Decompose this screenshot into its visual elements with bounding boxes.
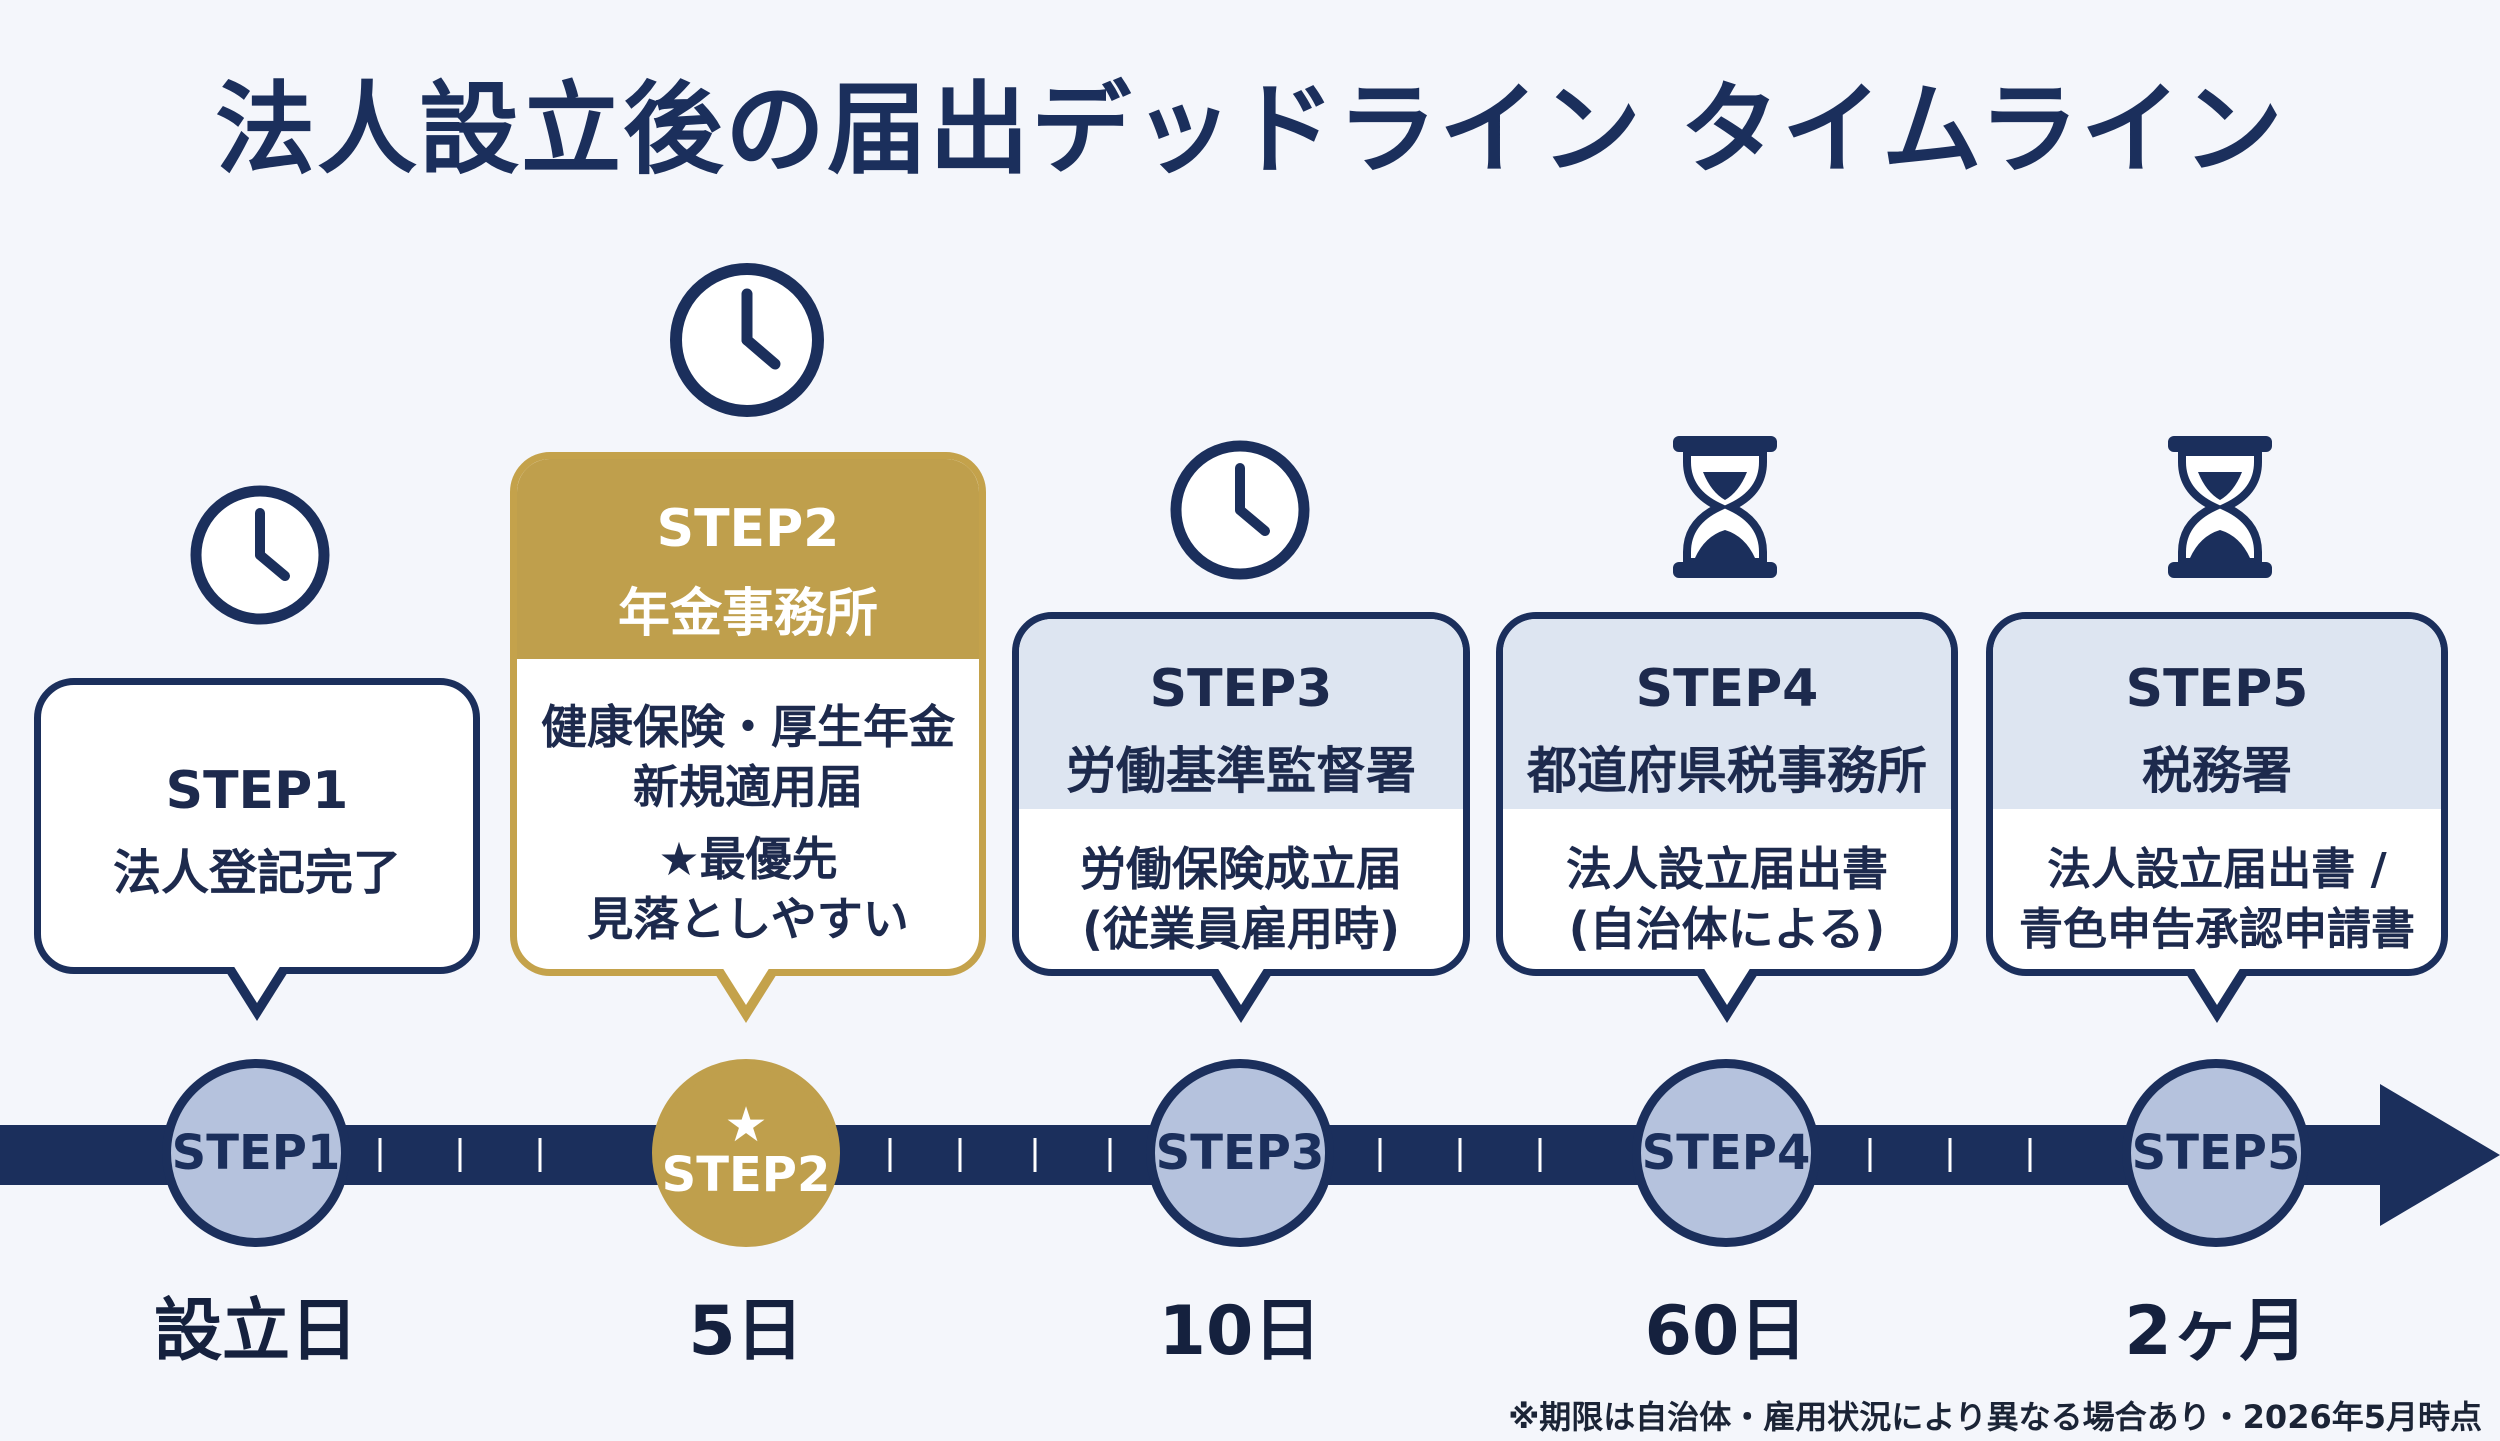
step3-desc-line1: 労働保険成立届 bbox=[1080, 842, 1402, 896]
step5-day-label: 2ヶ月 bbox=[2124, 1292, 2308, 1371]
step5-office: 税務署 bbox=[2142, 742, 2292, 800]
step5-desc-line2: 青色申告承認申請書 bbox=[2019, 904, 2415, 955]
step1-day-label: 設立日 bbox=[153, 1292, 358, 1371]
step2-desc-line1: 健康保険・厚生年金 bbox=[541, 700, 955, 754]
step3-card: STEP3 労働基準監督署 労働保険成立届 (従業員雇用時) bbox=[1012, 612, 1470, 976]
step2-node: ★ STEP2 bbox=[652, 1059, 840, 1247]
step3-card-tail-inner bbox=[1217, 967, 1265, 1005]
page-title: 法人設立後の届出デッドライン タイムライン bbox=[215, 71, 2285, 188]
step1-office: 法人登記完了 bbox=[112, 845, 401, 901]
step2-priority-note: ★最優先 bbox=[658, 832, 838, 886]
step4-desc-line1: 法人設立届出書 bbox=[1566, 842, 1888, 896]
step1-node: STEP1 bbox=[162, 1059, 350, 1247]
step2-day-label: 5日 bbox=[688, 1292, 804, 1371]
step5-label: STEP5 bbox=[2125, 659, 2309, 719]
step2-office: 年金事務所 bbox=[617, 584, 878, 644]
step4-day-label: 60日 bbox=[1644, 1292, 1808, 1371]
step3-office: 労働基準監督署 bbox=[1066, 742, 1416, 800]
hourglass-icon bbox=[1673, 436, 1777, 578]
step3-node: STEP3 bbox=[1146, 1059, 1334, 1247]
step1-label: STEP1 bbox=[165, 761, 349, 821]
step4-office: 都道府県税事務所 bbox=[1527, 742, 1927, 800]
star-icon: ★ bbox=[724, 1097, 768, 1153]
step1-card-tail-inner bbox=[233, 965, 281, 1003]
step4-card: STEP4 都道府県税事務所 法人設立届出書 (自治体による) bbox=[1496, 612, 1958, 976]
step2-card: STEP2 年金事務所 健康保険・厚生年金 新規適用届 ★最優先 見落としやすい bbox=[510, 452, 986, 976]
step3-day-label: 10日 bbox=[1158, 1292, 1322, 1371]
step4-card-tail-inner bbox=[1703, 967, 1751, 1005]
step5-card: STEP5 税務署 法人設立届出書 / 青色申告承認申請書 bbox=[1986, 612, 2448, 976]
clock-icon bbox=[1170, 440, 1310, 580]
step3-desc-line2: (従業員雇用時) bbox=[1081, 902, 1401, 956]
step3-label: STEP3 bbox=[1149, 659, 1333, 719]
step5-node: STEP5 bbox=[2122, 1059, 2310, 1247]
step2-warning-note: 見落としやすい bbox=[587, 892, 909, 946]
step4-node: STEP4 bbox=[1632, 1059, 1820, 1247]
step5-desc-line1: 法人設立届出書 / bbox=[2047, 844, 2387, 895]
step2-desc-line2: 新規適用届 bbox=[633, 760, 863, 814]
step2-card-tail-inner bbox=[722, 967, 770, 1005]
step5-card-tail-inner bbox=[2193, 967, 2241, 1005]
clock-icon bbox=[670, 263, 824, 417]
hourglass-icon bbox=[2168, 436, 2272, 578]
step4-label: STEP4 bbox=[1635, 659, 1819, 719]
clock-icon bbox=[190, 485, 330, 625]
step1-card: STEP1 法人登記完了 bbox=[34, 678, 480, 974]
footnote: ※期限は自治体・雇用状況により異なる場合あり・2026年5月時点 bbox=[1508, 1398, 2482, 1436]
step2-node-label: STEP2 bbox=[661, 1147, 831, 1203]
step2-label: STEP2 bbox=[656, 499, 840, 559]
step4-desc-line2: (自治体による) bbox=[1568, 902, 1886, 956]
